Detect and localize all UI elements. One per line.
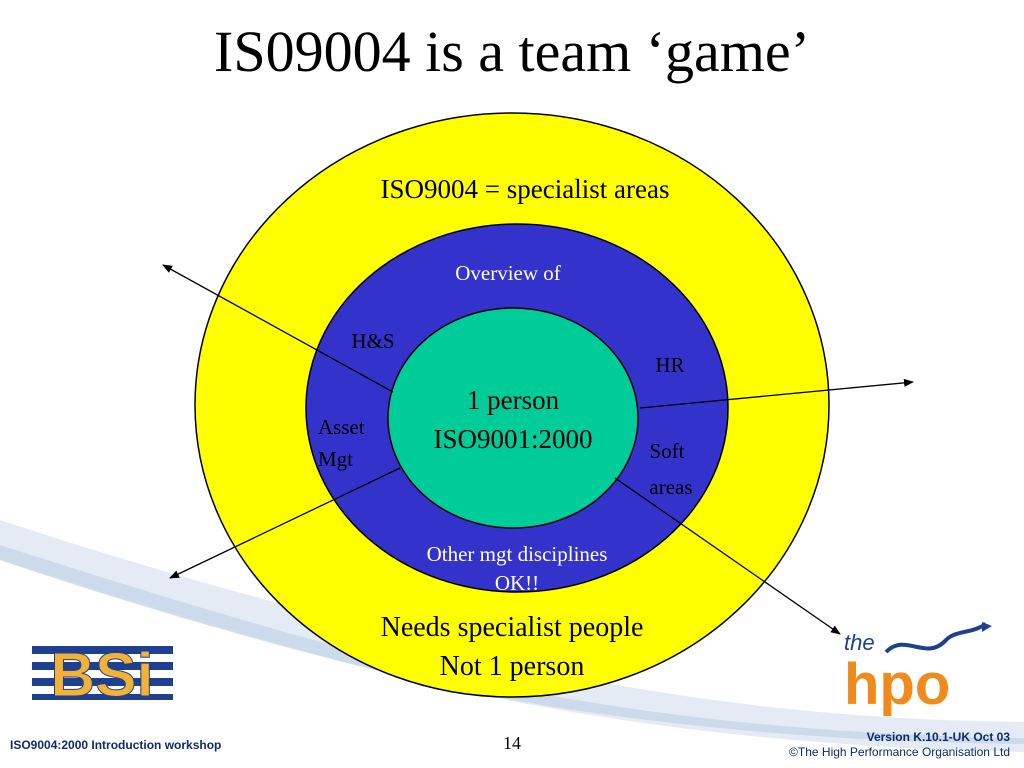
footer-version: Version K.10.1-UK Oct 03 xyxy=(866,730,1010,744)
slide-title: IS09004 is a team ‘game’ xyxy=(214,19,810,84)
middle-ring-bottom-line1: Other mgt disciplines xyxy=(427,542,608,566)
bsi-logo-text: BSi xyxy=(50,641,153,704)
label-asset: Asset xyxy=(318,415,365,439)
bsi-logo: BSi xyxy=(30,641,175,704)
hpo-logo-the: the xyxy=(844,630,875,655)
hpo-arrow-icon xyxy=(982,622,992,632)
arrow-lower-left xyxy=(169,467,401,579)
arrow-lower-right xyxy=(614,477,841,635)
label-hs: H&S xyxy=(351,329,394,353)
hpo-swoosh-icon xyxy=(884,622,988,654)
label-areas: areas xyxy=(649,475,692,499)
outer-ring-bottom-line1: Needs specialist people xyxy=(381,612,644,643)
arrow-upper-left xyxy=(162,264,394,393)
hpo-logo-main: hpo xyxy=(844,652,950,717)
inner-circle-line2: ISO9001:2000 xyxy=(433,424,592,454)
background-swoosh xyxy=(0,520,1024,752)
outer-ring-top-label: ISO9004 = specialist areas xyxy=(381,174,670,204)
middle-ring-top-label: Overview of xyxy=(455,261,561,285)
page-number: 14 xyxy=(503,733,521,753)
footer-version-block: Version K.10.1-UK Oct 03 ©The High Perfo… xyxy=(789,730,1010,760)
middle-ring-bottom-line2: OK!! xyxy=(495,571,539,595)
footer-copyright: ©The High Performance Organisation Ltd xyxy=(789,745,1010,759)
label-soft: Soft xyxy=(649,439,684,463)
inner-circle xyxy=(387,307,639,529)
outer-ring-bottom-line2: Not 1 person xyxy=(440,651,585,682)
label-hr: HR xyxy=(655,353,684,377)
arrow-right xyxy=(639,378,914,409)
label-mgt: Mgt xyxy=(318,447,353,471)
inner-circle-line1: 1 person xyxy=(467,385,560,415)
footer-workshop-name: ISO9004:2000 Introduction workshop xyxy=(10,738,222,752)
hpo-logo: the hpo xyxy=(844,622,992,717)
